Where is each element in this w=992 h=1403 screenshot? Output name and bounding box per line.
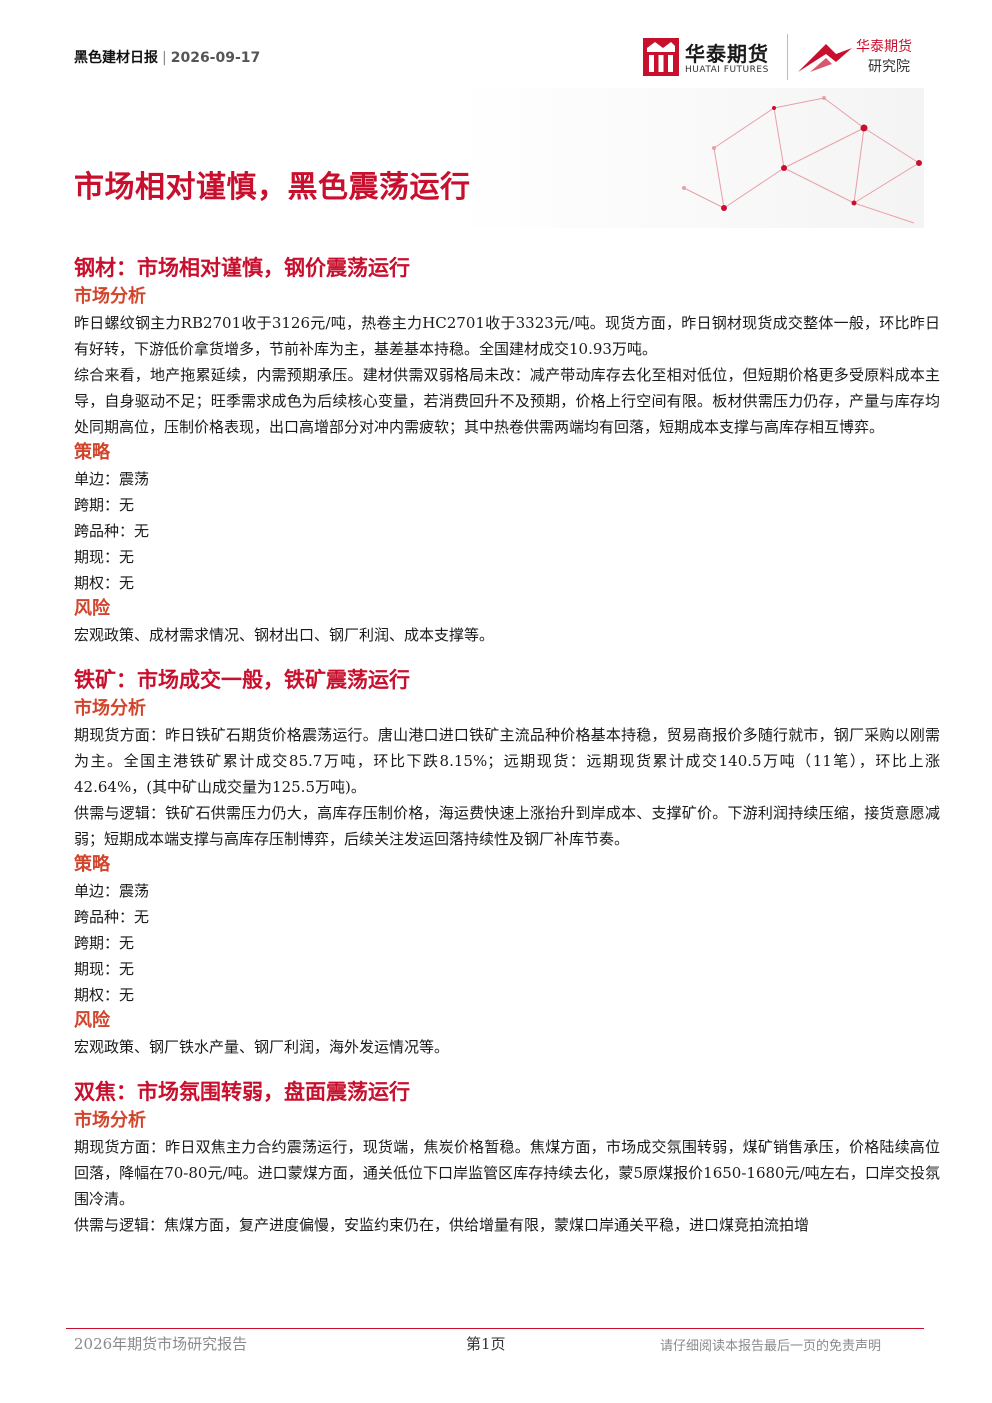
analysis-heading: 市场分析	[74, 698, 146, 719]
strategy-item: 期现：无	[74, 960, 135, 978]
institute-name-bottom: 研究院	[868, 59, 910, 75]
section-steel: 钢材：市场相对谨慎，钢价震荡运行 市场分析 昨日螺纹钢主力RB2701收于312…	[74, 252, 940, 648]
network-decoration-icon	[682, 96, 922, 224]
analysis-paragraph: 期现货方面：昨日双焦主力合约震荡运行，现货端，焦炭价格暂稳。焦煤方面，市场成交氛…	[74, 1138, 940, 1208]
report-body: 钢材：市场相对谨慎，钢价震荡运行 市场分析 昨日螺纹钢主力RB2701收于312…	[74, 252, 940, 1238]
analysis-paragraph: 供需与逻辑：铁矿石供需压力仍大，高库存压制价格，海运费快速上涨抬升到岸成本、支撑…	[74, 804, 940, 848]
header-separator: |	[162, 50, 167, 66]
risk-heading: 风险	[74, 598, 110, 619]
analysis-paragraph: 期现货方面：昨日铁矿石期货价格震荡运行。唐山港口进口铁矿主流品种价格基本持稳，贸…	[74, 726, 940, 796]
section-title: 铁矿：市场成交一般，铁矿震荡运行	[74, 668, 410, 692]
strategy-heading: 策略	[74, 854, 110, 875]
strategy-item: 跨期：无	[74, 934, 135, 952]
analysis-paragraph: 供需与逻辑：焦煤方面，复产进度偏慢，安监约束仍在，供给增量有限，蒙煤口岸通关平稳…	[74, 1216, 810, 1234]
institute-name-top: 华泰期货	[856, 39, 912, 55]
section-title: 双焦：市场氛围转弱，盘面震荡运行	[74, 1080, 410, 1104]
report-name: 黑色建材日报	[74, 50, 158, 66]
footer-report-label: 2026年期货市场研究报告	[74, 1335, 248, 1353]
logo-chinese-name: 华泰期货	[685, 42, 769, 66]
strategy-item: 期现：无	[74, 548, 135, 566]
section-coking-coal: 双焦：市场氛围转弱，盘面震荡运行 市场分析 期现货方面：昨日双焦主力合约震荡运行…	[74, 1076, 940, 1238]
footer-disclaimer: 请仔细阅读本报告最后一页的免责声明	[660, 1339, 882, 1354]
analysis-heading: 市场分析	[74, 286, 146, 307]
analysis-heading: 市场分析	[74, 1110, 146, 1131]
logo-english-name: HUATAI FUTURES	[685, 65, 769, 75]
strategy-item: 跨品种：无	[74, 908, 150, 926]
risk-text: 宏观政策、钢厂铁水产量、钢厂利润，海外发运情况等。	[74, 1038, 450, 1056]
strategy-item: 跨品种：无	[74, 522, 150, 540]
analysis-paragraph: 综合来看，地产拖累延续，内需预期承压。建材供需双弱格局未改：减产带动库存去化至相…	[74, 366, 940, 436]
title-banner	[66, 88, 924, 228]
analysis-paragraph: 昨日螺纹钢主力RB2701收于3126元/吨，热卷主力HC2701收于3323元…	[74, 314, 940, 358]
risk-heading: 风险	[74, 1010, 110, 1031]
huatai-logo: 华泰期货 HUATAI FUTURES	[643, 36, 783, 82]
section-iron-ore: 铁矿：市场成交一般，铁矿震荡运行 市场分析 期现货方面：昨日铁矿石期货价格震荡运…	[74, 664, 940, 1060]
strategy-item: 跨期：无	[74, 496, 135, 514]
strategy-item: 单边：震荡	[74, 882, 150, 900]
footer-divider	[66, 1328, 924, 1329]
page-title: 市场相对谨慎，黑色震荡运行	[74, 170, 471, 205]
strategy-item: 期权：无	[74, 574, 135, 592]
section-gap	[74, 1060, 940, 1076]
research-institute-logo: 华泰期货 研究院	[796, 36, 926, 82]
section-title: 钢材：市场相对谨慎，钢价震荡运行	[74, 256, 410, 280]
report-date: 2026-09-17	[170, 50, 261, 66]
logo-divider	[787, 34, 788, 80]
section-gap	[74, 648, 940, 664]
page-number: 第1页	[466, 1335, 506, 1353]
strategy-item: 期权：无	[74, 986, 135, 1004]
huatai-logo-icon	[643, 38, 679, 76]
strategy-item: 单边：震荡	[74, 470, 150, 488]
risk-text: 宏观政策、成材需求情况、钢材出口、钢厂利润、成本支撑等。	[74, 626, 495, 644]
report-header: 黑色建材日报|2026-09-17	[74, 47, 260, 67]
institute-swoosh-icon	[798, 44, 852, 72]
strategy-heading: 策略	[74, 442, 110, 463]
